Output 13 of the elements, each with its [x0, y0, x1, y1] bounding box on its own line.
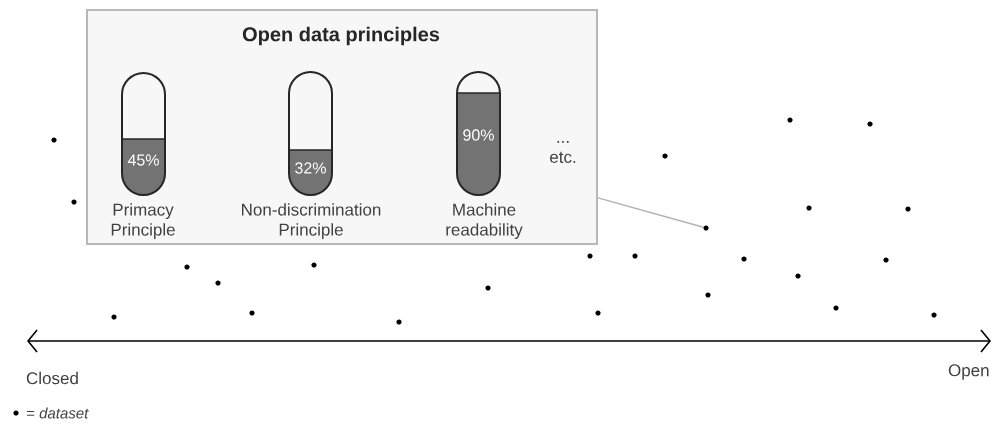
- gauge-capsule: 32%: [288, 71, 333, 196]
- panel-title: Open data principles: [242, 26, 440, 46]
- gauge-capsule: 45%: [121, 72, 166, 196]
- legend-text: = dataset: [26, 407, 89, 419]
- axis-label: Open: [948, 364, 989, 380]
- panel: [86, 9, 598, 245]
- gauge-label: Non-discrimination Principle: [242, 203, 381, 240]
- gauge-label: Machine readability: [446, 203, 523, 240]
- leader-line: [597, 197, 705, 228]
- gauge-capsule: 90%: [456, 71, 501, 196]
- etc-note: ... etc.: [550, 141, 576, 163]
- axis-label: Closed: [26, 371, 78, 385]
- gauge-label: Primacy Principle: [111, 203, 175, 240]
